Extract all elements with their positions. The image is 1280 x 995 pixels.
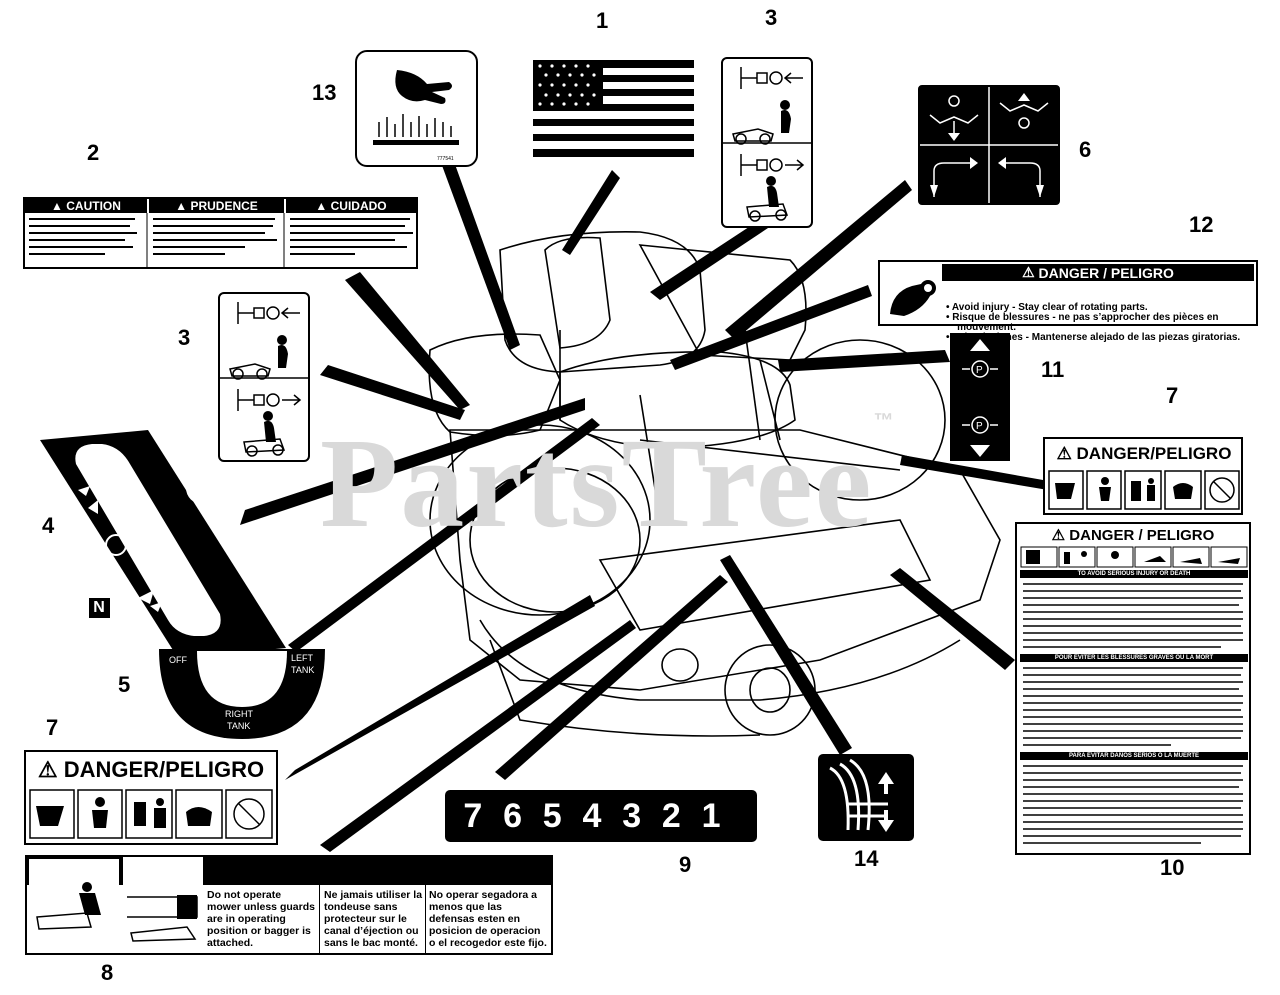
lever-icon	[220, 302, 308, 457]
right-tank-label: TANK	[227, 721, 251, 731]
danger-10-text-en	[1023, 583, 1243, 648]
caution-text-lines	[29, 213, 413, 267]
guard-pictograms	[29, 859, 203, 951]
callout-2: 2	[87, 140, 100, 165]
guards-text-fr: Ne jamais utiliser la tondeuse sans prot…	[324, 889, 423, 949]
lever-decal-top	[721, 57, 813, 228]
cut-height-1: 1	[701, 796, 721, 835]
callout-14: 14	[854, 846, 879, 871]
danger-10-pictograms	[1020, 546, 1248, 568]
cut-height-4: 4	[582, 796, 602, 835]
cuidado-header: ▲ CUIDADO	[286, 199, 416, 213]
danger-decal-10: ⚠ DANGER / PELIGRO TO AVOID SERIOUS INJU…	[1015, 522, 1251, 855]
svg-text:P: P	[976, 421, 983, 432]
lever-decal-left	[218, 292, 310, 462]
danger-10-text-es	[1023, 765, 1243, 844]
callout-9: 9	[679, 852, 692, 877]
deck-lift-icon	[829, 758, 894, 832]
callout-10: 10	[1160, 855, 1185, 880]
rotating-parts-danger-decal: ⚠ DANGER / PELIGRO • Avoid injury - Stay…	[878, 260, 1258, 343]
cut-height-2: 2	[661, 796, 681, 835]
danger-pictograms	[29, 789, 273, 839]
cut-height-3: 3	[622, 796, 642, 835]
prudence-header: ▲ PRUDENCE	[149, 199, 284, 213]
cut-height-7: 7	[463, 796, 483, 835]
hot-surface-decal: 777541	[355, 50, 478, 167]
rotating-danger-header: ⚠ DANGER / PELIGRO	[942, 264, 1254, 281]
park-brake-decal: P P	[950, 333, 1010, 461]
guards-decal: Do not operate mower unless guards are i…	[25, 855, 553, 955]
danger-header: ⚠ DANGER/PELIGRO	[37, 757, 265, 782]
steering-direction-decal	[918, 85, 1060, 205]
fuel-selector-decal: OFF LEFT TANK RIGHT TANK	[157, 647, 327, 740]
guards-text-es: No operar segadora a menos que las defen…	[429, 889, 547, 949]
danger-10-text-fr	[1023, 667, 1243, 746]
caution-header: ▲ CAUTION	[25, 199, 147, 213]
decal-code: 777541	[437, 156, 454, 162]
lever-icon	[723, 67, 811, 222]
left-label: LEFT	[291, 653, 314, 663]
callout-3-top: 3	[765, 5, 778, 30]
rotating-parts-icon	[882, 264, 938, 322]
off-label: OFF	[169, 655, 187, 665]
neutral-n-icon: N	[89, 598, 109, 618]
deck-lift-decal	[818, 754, 914, 841]
cut-height-5: 5	[542, 796, 562, 835]
guards-text-en: Do not operate mower unless guards are i…	[207, 889, 315, 949]
danger-header: ⚠ DANGER/PELIGRO	[1056, 444, 1232, 463]
callout-6: 6	[1079, 137, 1092, 162]
svg-text:P: P	[976, 365, 983, 376]
left-tank-label: TANK	[291, 665, 315, 675]
danger-10-subhead-es: PARA EVITAR DAÑOS SERIOS O LA MUERTE	[1020, 752, 1248, 760]
fuel-selector-shape	[159, 649, 325, 739]
cut-height-6: 6	[503, 796, 523, 835]
callout-7-right: 7	[1166, 383, 1179, 408]
callout-3-left: 3	[178, 325, 191, 350]
callout-1: 1	[596, 8, 609, 33]
height-of-cut-decal: 7 6 5 4 3 2 1	[445, 790, 757, 842]
guard-pictogram-cell	[123, 857, 203, 885]
danger-10-subhead-en: TO AVOID SERIOUS INJURY OR DEATH	[1020, 570, 1248, 578]
park-brake-icon: P P	[962, 339, 998, 457]
throttle-plate-decal	[40, 430, 286, 658]
callout-13: 13	[312, 80, 337, 105]
caution-decal: ▲ CAUTION ▲ PRUDENCE ▲ CUIDADO	[23, 197, 418, 269]
hand-burn-icon	[373, 70, 459, 145]
danger-10-header: ⚠ DANGER / PELIGRO	[1051, 526, 1215, 545]
callout-11: 11	[1041, 357, 1065, 382]
callout-4: 4	[42, 513, 55, 538]
direction-arrows-icon	[920, 87, 1058, 203]
watermark: PartsTree™	[320, 410, 896, 554]
danger-decal-7-right: ⚠ DANGER/PELIGRO	[1043, 437, 1243, 515]
flag-decal	[533, 60, 694, 157]
callout-12: 12	[1189, 212, 1214, 237]
callout-5: 5	[118, 672, 131, 697]
danger-decal-7-left: ⚠ DANGER/PELIGRO	[24, 750, 278, 845]
right-label: RIGHT	[225, 709, 253, 719]
danger-pictograms	[1048, 470, 1240, 510]
danger-10-subhead-fr: POUR EVITER LES BLESSURES GRAVES OU LA M…	[1020, 654, 1248, 662]
callout-8: 8	[101, 960, 114, 985]
callout-7-left: 7	[46, 715, 59, 740]
